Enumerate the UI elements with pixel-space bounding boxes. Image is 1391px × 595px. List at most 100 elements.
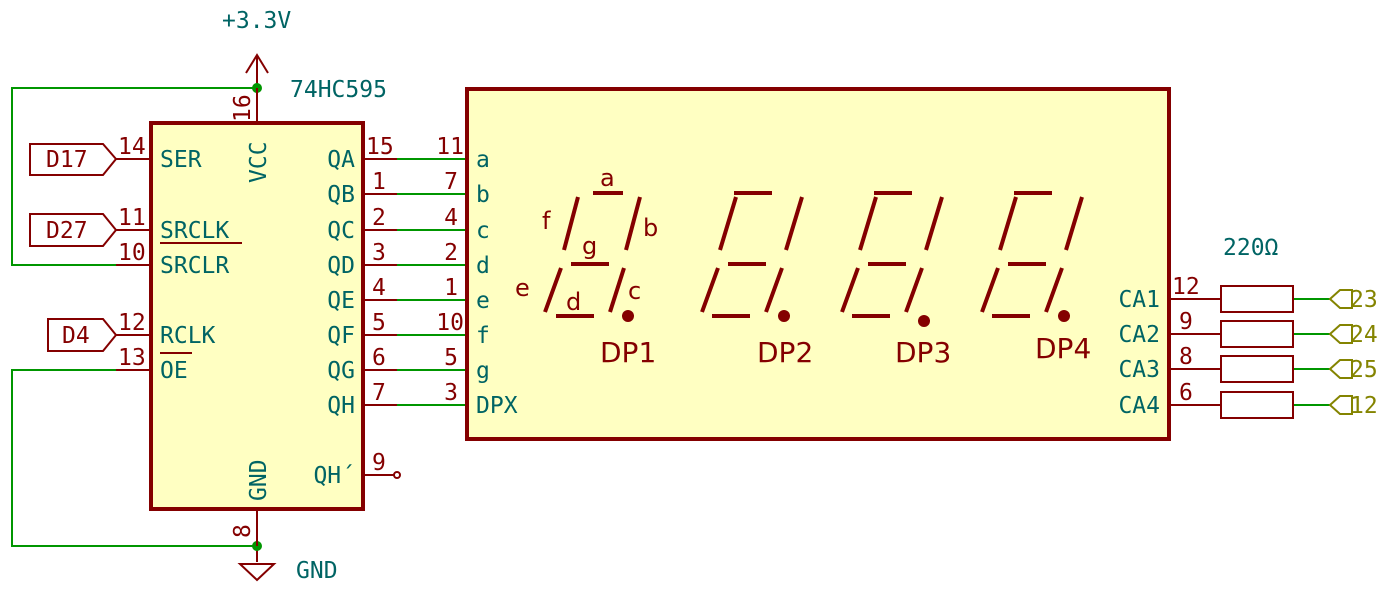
srclk-pin-name: SRCLK — [160, 218, 229, 244]
seg-b-pin-name: b — [476, 182, 490, 208]
ca3-pin-name: CA3 — [1118, 357, 1160, 383]
svg-text:D27: D27 — [46, 218, 88, 244]
segment-label-d: d — [566, 288, 581, 316]
qg-pin-name: QG — [327, 358, 355, 384]
input-label-d4: D4 — [47, 318, 118, 352]
seg-b-pin-number: 7 — [444, 169, 458, 195]
qd-pin-number: 3 — [372, 240, 386, 266]
seg-a-pin-name: a — [476, 147, 490, 173]
digit-3 — [840, 191, 944, 327]
input-label-d17: D17 — [29, 143, 118, 176]
qh-prime-pin-name: QH´ — [313, 463, 355, 489]
shift-register-ref: 74HC595 — [290, 77, 387, 103]
qa-pin-name: QA — [327, 147, 355, 173]
svg-text:D17: D17 — [46, 147, 88, 173]
seg-c-pin-name: c — [476, 218, 490, 244]
segment-label-a: a — [600, 164, 615, 192]
seg-c-pin-number: 4 — [444, 205, 458, 231]
vcc-power-symbol: +3.3V — [222, 8, 291, 88]
seg-dpx-pin-number: 3 — [444, 380, 458, 406]
ca4-pin-name: CA4 — [1118, 393, 1160, 419]
qd-pin-name: QD — [327, 253, 355, 279]
output-label-23: 23 — [1328, 287, 1378, 313]
rclk-pin-name: RCLK — [160, 323, 216, 349]
vcc-label: +3.3V — [222, 8, 291, 34]
qb-pin-name: QB — [327, 182, 355, 208]
srclk-pin-number: 11 — [118, 205, 146, 231]
seg-dpx-pin-name: DPX — [476, 393, 518, 419]
resistor — [1220, 320, 1294, 348]
digit-1 — [543, 191, 642, 322]
seg-f-pin-number: 10 — [436, 310, 464, 336]
seg-d-pin-number: 2 — [444, 240, 458, 266]
dp2-label: DP2 — [757, 336, 813, 369]
qa-pin-number: 15 — [366, 134, 394, 160]
qf-pin-name: QF — [327, 323, 355, 349]
ca4-pin-number: 6 — [1179, 380, 1193, 406]
resistor-value-label: 220Ω — [1223, 235, 1279, 261]
svg-text:12: 12 — [1350, 393, 1378, 419]
output-label-25: 25 — [1328, 357, 1378, 383]
digit-2 — [700, 191, 804, 322]
gnd-pin-number: 8 — [230, 524, 256, 538]
resistor-array: 220Ω — [1220, 235, 1294, 419]
resistor — [1220, 355, 1294, 383]
qh-pin-number: 7 — [372, 380, 386, 406]
seg-e-pin-name: e — [476, 288, 490, 314]
ca3-pin-number: 8 — [1179, 344, 1193, 370]
gnd-pin-name: GND — [246, 459, 272, 501]
srclr-pin-number: 10 — [118, 240, 146, 266]
oe-pin-number: 13 — [118, 345, 146, 371]
seg-d-pin-name: d — [476, 253, 490, 279]
vcc-pin-number: 16 — [230, 94, 256, 122]
segment-label-c: c — [628, 277, 641, 305]
qc-pin-name: QC — [327, 218, 355, 244]
segment-label-b: b — [643, 214, 658, 242]
ca1-pin-number: 12 — [1172, 274, 1200, 300]
qg-pin-number: 6 — [372, 345, 386, 371]
svg-text:23: 23 — [1350, 287, 1378, 313]
output-label-12: 12 — [1328, 393, 1378, 419]
ca2-pin-number: 9 — [1179, 309, 1193, 335]
segment-label-g: g — [582, 232, 597, 260]
ca2-pin-name: CA2 — [1118, 322, 1160, 348]
srclr-pin-name: SRCLR — [160, 253, 229, 279]
svg-text:25: 25 — [1350, 357, 1378, 383]
wires — [11, 83, 1330, 551]
digit-4 — [980, 191, 1084, 322]
qc-pin-number: 2 — [372, 205, 386, 231]
qe-pin-number: 4 — [372, 275, 386, 301]
dp4-label: DP4 — [1035, 332, 1091, 365]
no-connect-marker — [393, 471, 401, 479]
segment-label-f: f — [542, 207, 551, 235]
qh-pin-name: QH — [327, 393, 355, 419]
rclk-pin-number: 12 — [118, 310, 146, 336]
dp3-label: DP3 — [895, 336, 951, 369]
shift-register-74hc595: 74HC595 16 VCC 8 GND 14 SER 11 SRCLK 10 … — [116, 77, 401, 546]
seg-f-pin-name: f — [476, 323, 490, 349]
dp1-label: DP1 — [600, 336, 656, 369]
seg-e-pin-number: 1 — [444, 275, 458, 301]
qe-pin-name: QE — [327, 288, 355, 314]
seg-a-pin-number: 11 — [436, 134, 464, 160]
segment-label-e: e — [515, 274, 530, 302]
qh-prime-pin-number: 9 — [372, 450, 386, 476]
resistor — [1220, 285, 1294, 313]
gnd-label: GND — [296, 558, 338, 584]
seven-segment-display: 11 a 7 b 4 c 2 d 1 e 10 f 5 g 3 DPX 12 C… — [436, 87, 1221, 441]
qf-pin-number: 5 — [372, 310, 386, 336]
qb-pin-number: 1 — [372, 169, 386, 195]
oe-pin-name: OE — [160, 358, 188, 384]
ser-pin-name: SER — [160, 147, 202, 173]
resistor — [1220, 391, 1294, 419]
ca1-pin-name: CA1 — [1118, 287, 1160, 313]
ser-pin-number: 14 — [118, 134, 146, 160]
svg-text:D4: D4 — [62, 323, 90, 349]
vcc-pin-name: VCC — [246, 141, 272, 183]
output-label-24: 24 — [1328, 322, 1378, 348]
seg-g-pin-name: g — [476, 358, 490, 384]
gnd-power-symbol: GND — [237, 546, 338, 584]
svg-text:24: 24 — [1350, 322, 1378, 348]
input-label-d27: D27 — [29, 213, 118, 247]
